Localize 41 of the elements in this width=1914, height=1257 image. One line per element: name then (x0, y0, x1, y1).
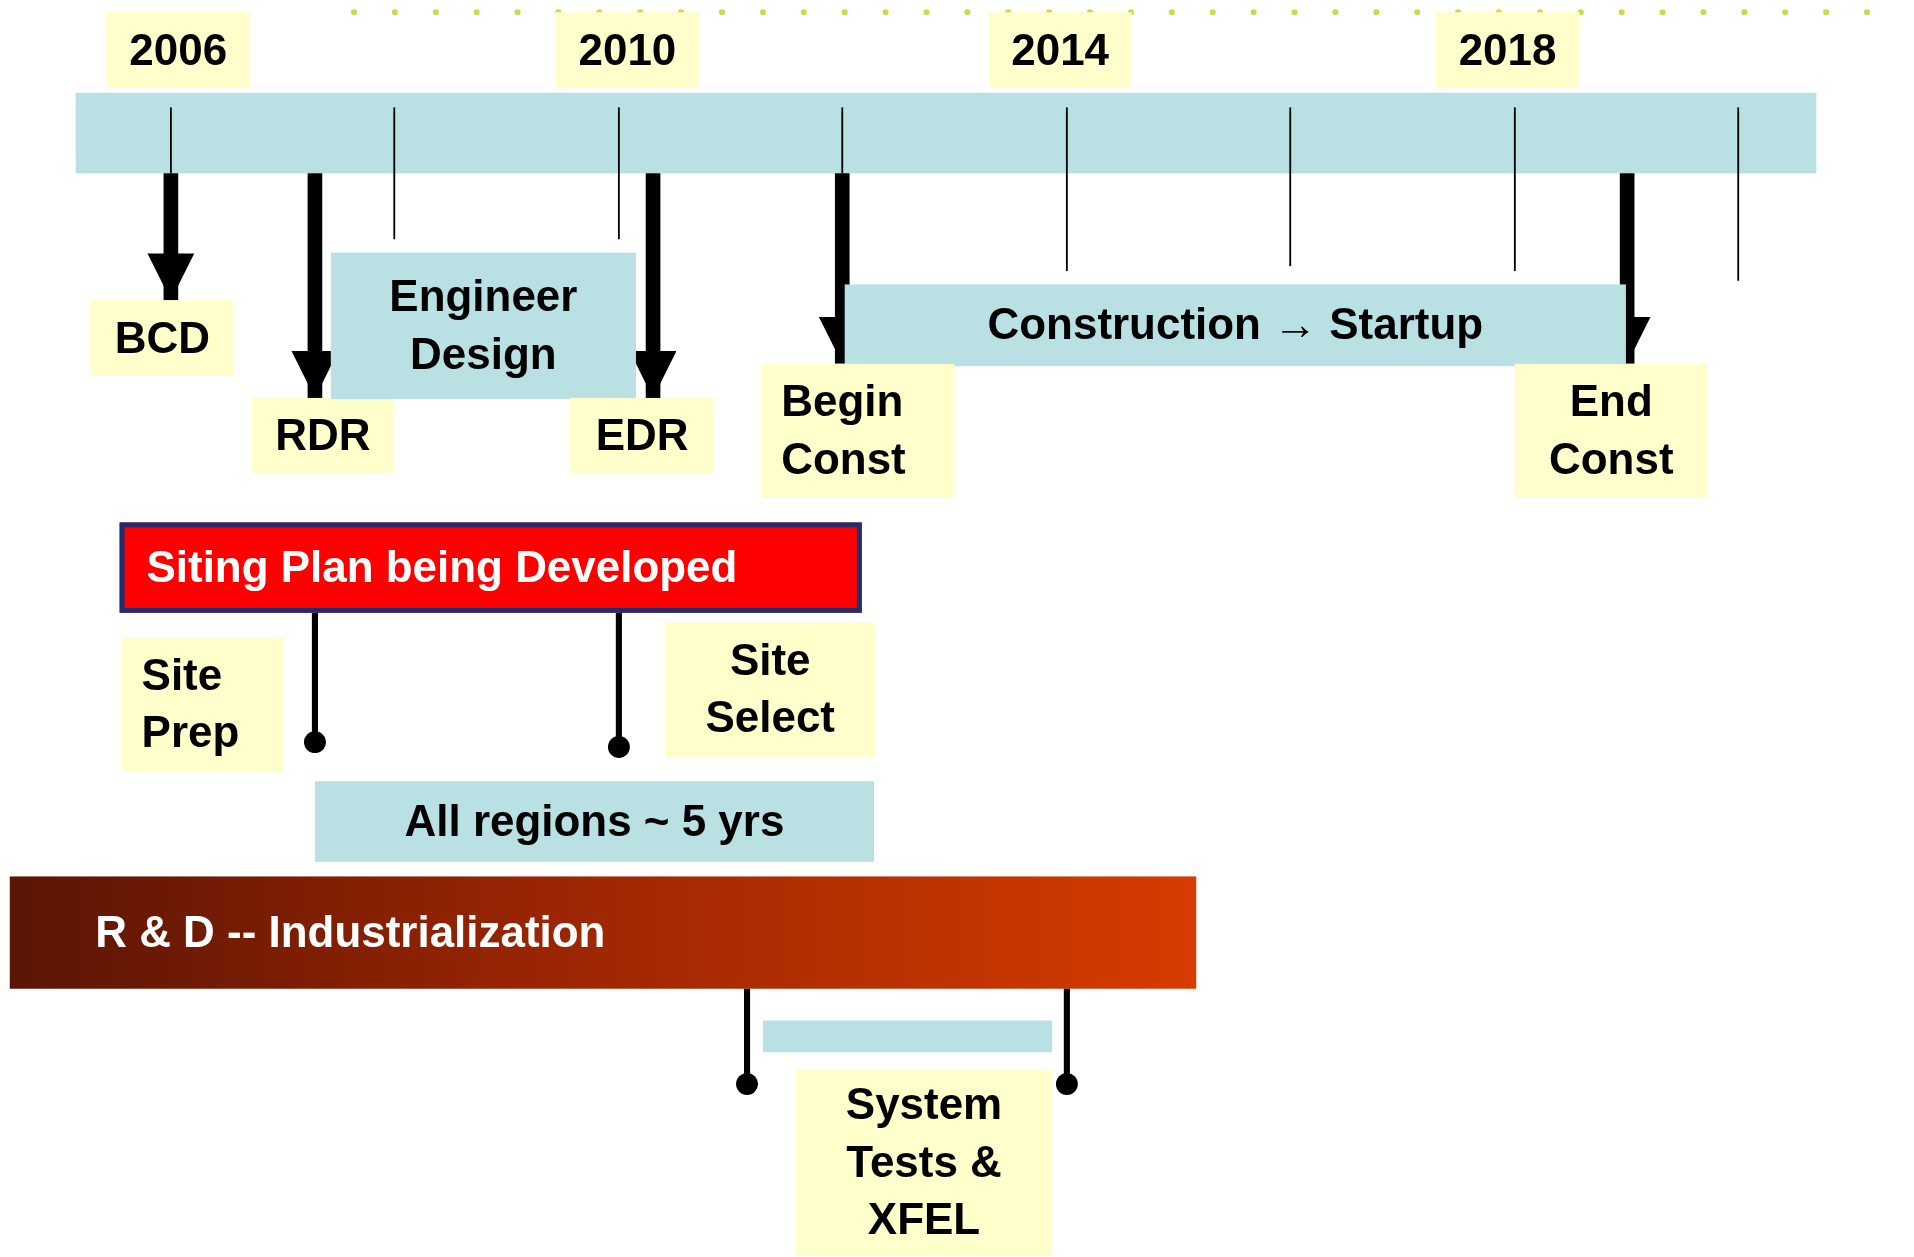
phase-box (330, 252, 636, 400)
box-text: Construction → Startup (987, 298, 1484, 352)
phase-bar (844, 284, 1626, 367)
milestone-box (570, 397, 715, 474)
box-text: System Tests & XFEL (844, 1078, 1004, 1246)
siting-plan-bar (119, 522, 862, 613)
box-text: 2006 (129, 22, 228, 76)
box-text: Siting Plan being Developed (146, 540, 738, 594)
milestone-box (251, 397, 395, 474)
year-label-box (106, 12, 251, 88)
dot-line (736, 988, 759, 1095)
year-label-box (555, 12, 700, 88)
phase-bar (314, 781, 874, 862)
note-box (795, 1069, 1053, 1257)
box-text: All regions ~ 5 yrs (404, 794, 785, 848)
timeline-bar (75, 92, 1817, 174)
box-text: EDR (595, 408, 689, 462)
milestone-box (90, 300, 235, 376)
arrow (147, 173, 195, 301)
year-label-box (988, 12, 1132, 88)
box-text: Site Select (704, 634, 836, 745)
box-text: Site Prep (141, 648, 241, 759)
box-text: 2010 (578, 22, 677, 76)
box-text: Engineer Design (388, 270, 579, 381)
box-text: RDR (275, 408, 371, 462)
box-text: Begin Const (781, 375, 907, 486)
dot-line (303, 612, 326, 754)
box-text: BCD (114, 311, 210, 365)
phase-bar (762, 1020, 1053, 1053)
note-box (122, 637, 284, 772)
dot-line (1055, 988, 1078, 1095)
note-box (665, 622, 876, 757)
box-text: 2014 (1011, 22, 1110, 76)
year-label-box (1435, 12, 1580, 88)
dot-line (607, 612, 630, 759)
box-text: End Const (1548, 375, 1675, 486)
box-text: R & D -- Industrialization (95, 905, 606, 959)
box-text: 2018 (1458, 22, 1557, 76)
milestone-box (1514, 363, 1708, 499)
rd-phase-bar (9, 876, 1197, 989)
milestone-box (761, 363, 955, 499)
